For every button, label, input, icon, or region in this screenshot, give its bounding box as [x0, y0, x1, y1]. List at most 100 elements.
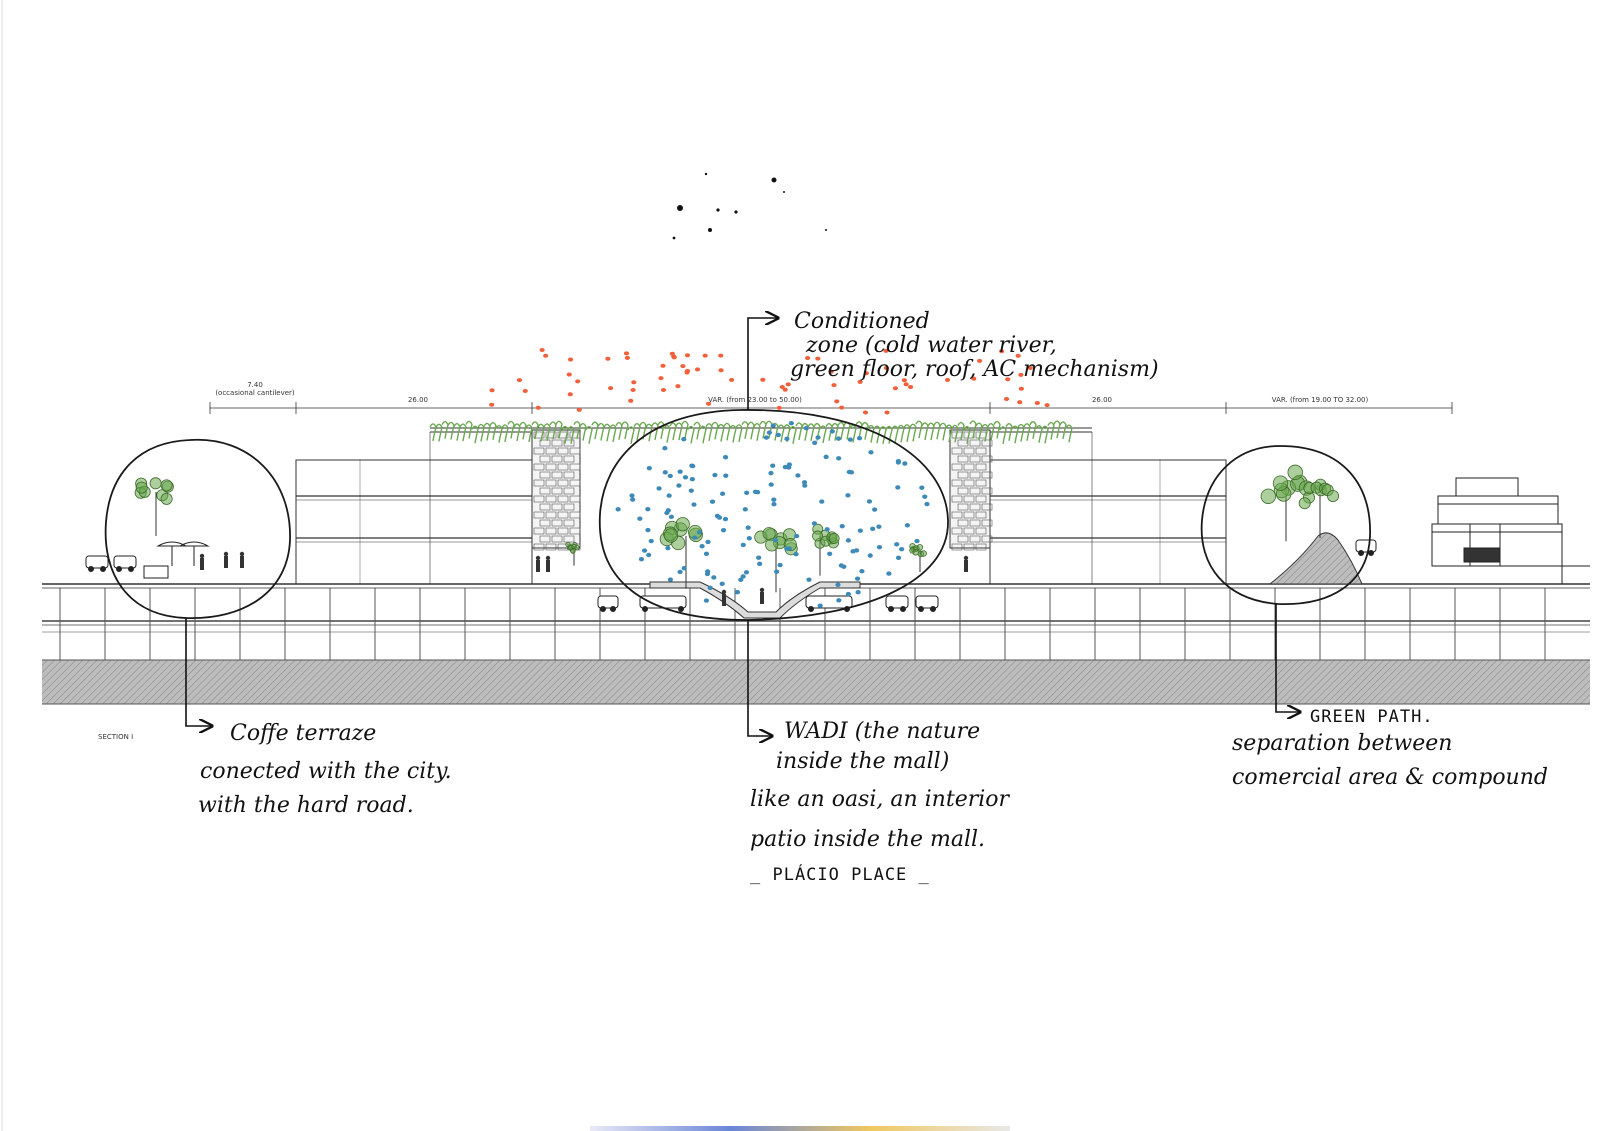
heat-dot [516, 378, 523, 383]
person [963, 555, 969, 572]
tree-leaf [1260, 488, 1277, 504]
vine [753, 423, 761, 441]
tree-leaf [912, 549, 919, 556]
water-dot [777, 562, 783, 568]
water-dot [665, 508, 671, 513]
heat-dot [567, 357, 574, 362]
stone [545, 463, 557, 471]
note-conditioned-line3: green floor, roof, AC mechanism) [790, 357, 1159, 382]
green-path-leader [1275, 604, 1300, 712]
heat-dot [1044, 403, 1050, 408]
person [223, 551, 229, 568]
stone [969, 487, 981, 495]
stone [569, 511, 581, 519]
water-dot [835, 582, 841, 588]
vine [483, 422, 491, 441]
ink-speck [783, 191, 785, 193]
vine [897, 424, 905, 443]
heat-dot [1003, 397, 1010, 402]
water-dot [806, 577, 812, 582]
water-dot [638, 557, 645, 562]
water-dot [902, 461, 908, 466]
water-dot [756, 555, 762, 560]
cold-water-dots [615, 420, 930, 608]
note-green-line2: separation between [1232, 731, 1452, 756]
vine [471, 425, 479, 444]
stone [551, 503, 563, 511]
vine [585, 426, 593, 444]
vine [951, 424, 959, 443]
vine [1029, 421, 1037, 439]
car-wheel [808, 606, 814, 612]
vine [927, 422, 935, 441]
ink-specks [672, 172, 827, 240]
vine [1017, 423, 1025, 442]
heat-dot [705, 401, 712, 406]
vine [729, 424, 737, 443]
stone [969, 471, 981, 479]
heat-dot [567, 392, 573, 397]
vine [777, 424, 785, 443]
stone [963, 479, 975, 487]
water-dot [645, 506, 651, 512]
car [639, 595, 687, 612]
stone [957, 471, 969, 479]
tree-leaf [675, 517, 690, 532]
water-dot [707, 585, 713, 590]
stone [569, 431, 581, 439]
heat-dot [718, 368, 724, 373]
person-head [963, 555, 969, 561]
trees [134, 464, 1340, 593]
stone [545, 495, 557, 503]
person-body [200, 558, 204, 570]
vine [759, 420, 767, 439]
water-dot [666, 493, 672, 498]
water-dot [801, 480, 808, 485]
water-dot [795, 473, 801, 478]
stone [569, 447, 581, 455]
coffee-leader [185, 618, 212, 726]
water-dot [696, 530, 702, 535]
vine [1023, 423, 1031, 441]
water-dot [829, 429, 835, 434]
car-wheel [1358, 550, 1364, 556]
stone [975, 495, 987, 503]
stone [533, 431, 545, 439]
vine [981, 423, 989, 442]
car-body [805, 595, 853, 609]
dimension-line [209, 402, 1453, 414]
car-wheel [610, 606, 616, 612]
dim-span-3: 26.00 [1092, 396, 1112, 404]
water-dot [722, 516, 729, 522]
stone [563, 439, 575, 447]
water-dot [775, 432, 782, 438]
note-conditioned-line2: zone (cold water river, [805, 333, 1057, 358]
water-dot [704, 571, 711, 577]
water-dot [768, 482, 774, 487]
water-dot [743, 570, 750, 575]
vine [435, 423, 443, 442]
water-dot [682, 475, 689, 480]
water-dot [645, 527, 651, 533]
stone [969, 535, 981, 543]
water-dot [802, 483, 808, 488]
water-dot [772, 537, 779, 543]
vine [525, 424, 533, 443]
vine [615, 422, 623, 440]
ground-slab [42, 660, 1590, 704]
car-body [85, 555, 109, 569]
heat-dot [658, 376, 664, 381]
water-dot [712, 472, 718, 478]
vine [789, 426, 797, 444]
heat-dot [839, 405, 845, 410]
stone [951, 463, 963, 471]
stone [975, 479, 987, 487]
note-wadi: WADI (the nature inside the mall) like a… [750, 719, 1011, 885]
water-dot [745, 525, 751, 530]
heat-dot [901, 378, 907, 383]
stone [557, 431, 569, 439]
vine [819, 425, 827, 444]
stone [969, 439, 981, 447]
water-dot [835, 436, 842, 441]
stone [557, 447, 569, 455]
